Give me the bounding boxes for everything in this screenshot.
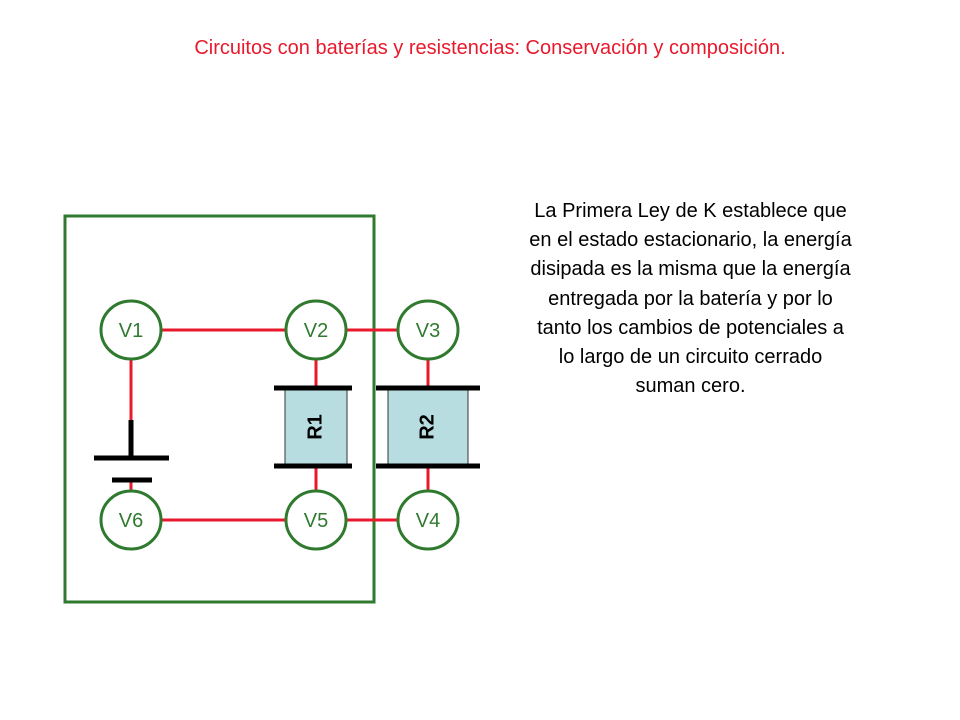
- node-v1-circle: [99, 299, 163, 361]
- resistor-r1: R1: [274, 385, 352, 469]
- node-v3-label: V3: [416, 320, 440, 342]
- node-v5-circle: [284, 489, 348, 551]
- node-v6: V6: [99, 489, 163, 551]
- node-v2-circle: [284, 299, 348, 361]
- resistor-r2-label: R2: [416, 414, 438, 440]
- resistor-r2: R2: [376, 385, 480, 469]
- closed-loop-outline: [63, 214, 376, 604]
- slide-title: Circuitos con baterías y resistencias: C…: [194, 37, 786, 59]
- resistor-r1-body: [284, 387, 348, 467]
- node-v6-label: V6: [119, 510, 143, 532]
- node-v4: V4: [396, 489, 460, 551]
- node-v5-label: V5: [304, 510, 328, 532]
- node-v4-label: V4: [416, 510, 440, 532]
- battery-symbol: [94, 420, 169, 483]
- kirchhoff-explanation-text: La Primera Ley de K establece que en el …: [529, 200, 852, 398]
- node-v4-circle: [396, 489, 460, 551]
- resistor-r1-label: R1: [304, 414, 326, 440]
- node-v2: V2: [284, 299, 348, 361]
- node-v5: V5: [284, 489, 348, 551]
- node-v2-label: V2: [304, 320, 328, 342]
- node-v3: V3: [396, 299, 460, 361]
- node-v1: V1: [99, 299, 163, 361]
- node-v3-circle: [396, 299, 460, 361]
- node-v1-label: V1: [119, 320, 143, 342]
- node-v6-circle: [99, 489, 163, 551]
- wires: [129, 328, 430, 522]
